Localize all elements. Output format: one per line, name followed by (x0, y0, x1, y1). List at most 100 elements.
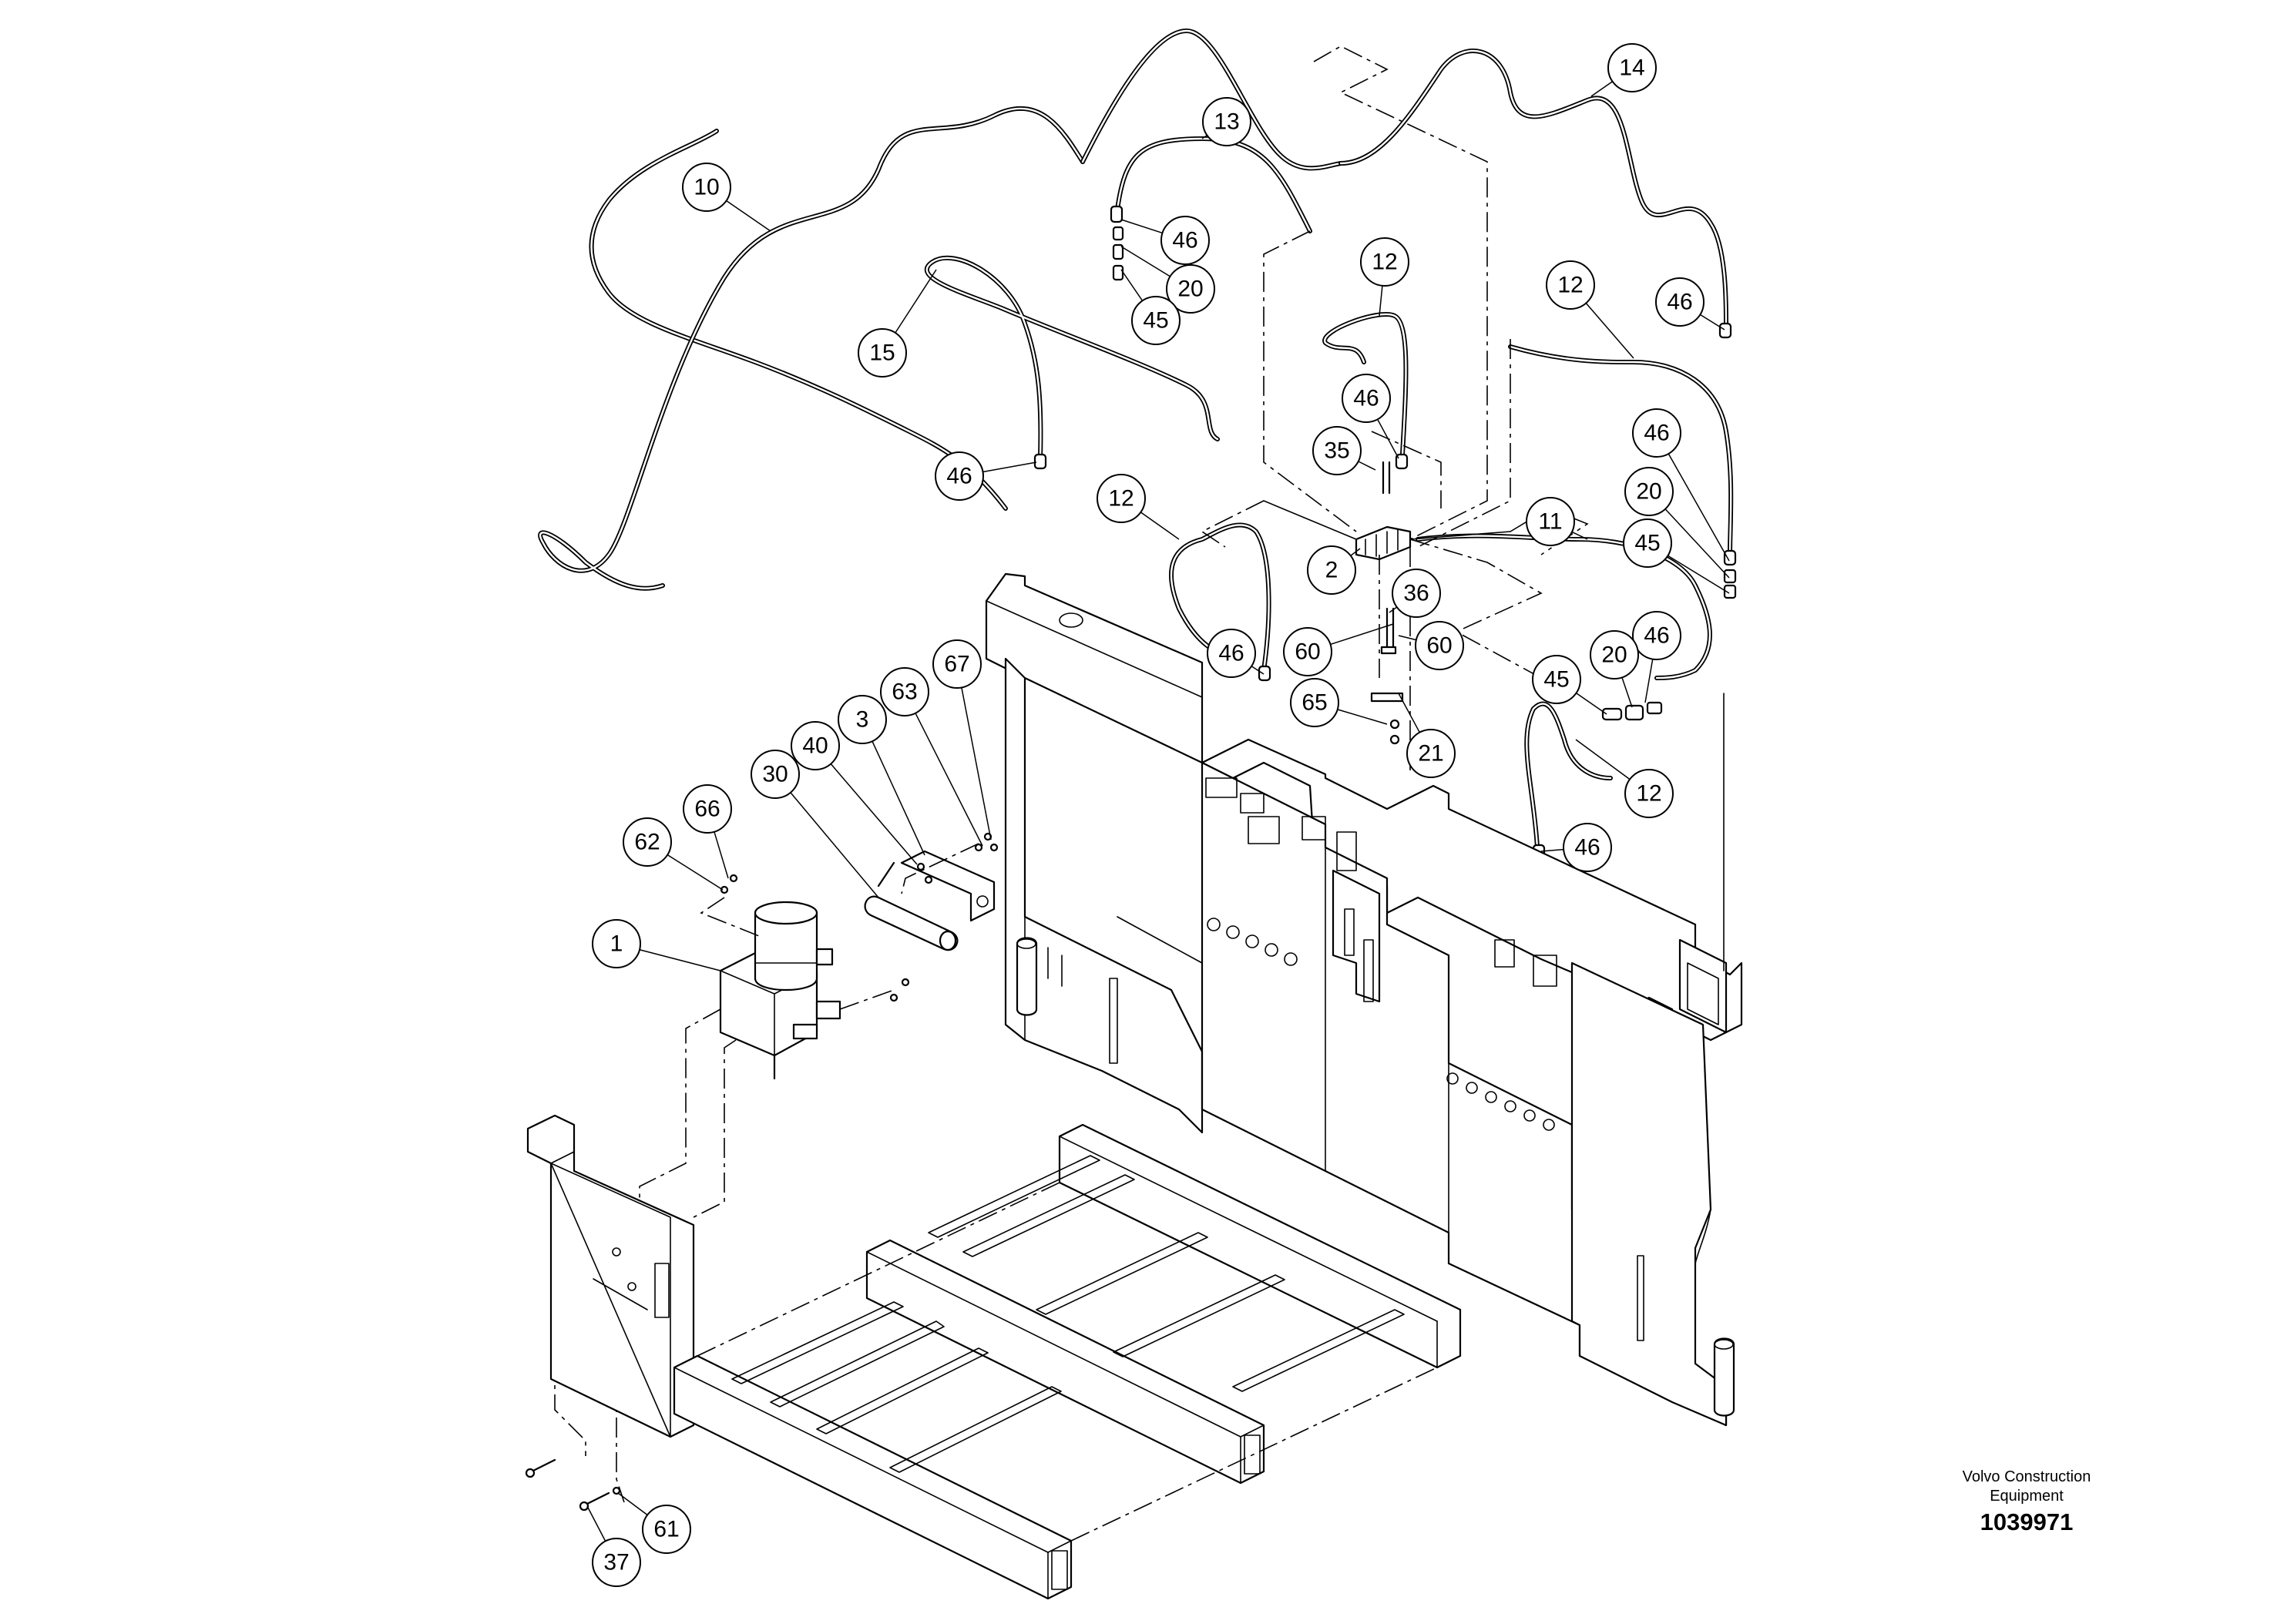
callout-circle (1546, 260, 1595, 310)
callout-number: 13 (1214, 109, 1239, 135)
hose-lines (538, 29, 1734, 850)
callout-number: 36 (1403, 581, 1429, 606)
callout-circle (1563, 823, 1612, 872)
callout-circle (592, 1538, 641, 1587)
callout-number: 37 (603, 1550, 629, 1575)
callout-37: 37 (586, 1505, 641, 1587)
callout-number: 46 (946, 464, 972, 489)
callout-30: 30 (751, 750, 879, 898)
callout-number: 2 (1325, 558, 1338, 583)
callout-20: 20 (1120, 246, 1215, 314)
callout-circle (1624, 769, 1674, 818)
callout-leader-line (895, 269, 937, 334)
callout-leader-line (1337, 709, 1388, 725)
callout-leader-line (714, 831, 729, 879)
callout-15: 15 (858, 269, 937, 377)
callout-leader-line (1201, 134, 1207, 139)
callout-leader-line (1379, 285, 1383, 317)
callout-13: 13 (1201, 97, 1251, 146)
callout-circle (1406, 729, 1456, 778)
callout-number: 20 (1636, 479, 1661, 505)
callout-leader-line (1590, 81, 1614, 97)
callout-10: 10 (682, 163, 771, 232)
callout-circle (642, 1505, 691, 1554)
callout-leader-line (1699, 314, 1725, 331)
callout-leader-line (1540, 848, 1564, 852)
callout-11: 11 (1526, 497, 1588, 546)
hose-fittings (1033, 205, 1737, 861)
callout-leader-line (1377, 418, 1399, 459)
callout-number: 46 (1644, 623, 1669, 649)
callout-circle (1312, 426, 1362, 475)
callout-circle (1360, 237, 1409, 287)
callout-21: 21 (1398, 693, 1456, 778)
callout-leader-line (667, 854, 724, 891)
callout-circle (1623, 518, 1672, 568)
callout-leader-line (982, 461, 1037, 473)
callout-2: 2 (1307, 545, 1361, 595)
callout-circle (1632, 611, 1681, 660)
callout-circle (1307, 545, 1356, 595)
callout-leader-line (1398, 693, 1420, 733)
callout-number: 45 (1143, 308, 1168, 334)
callout-circle (682, 163, 731, 212)
callout-circle (1166, 264, 1215, 314)
callout-number: 12 (1557, 273, 1583, 298)
callout-leader-line (1571, 531, 1588, 540)
callout-12: 12 (1097, 474, 1180, 540)
callout-40: 40 (791, 721, 918, 865)
callout-leader-line (1120, 246, 1171, 277)
callout-number: 46 (1574, 835, 1600, 861)
callout-leader-line (1120, 219, 1163, 234)
callout-leader-line (1621, 677, 1633, 708)
callout-number: 11 (1538, 509, 1562, 535)
callout-number: 46 (1218, 641, 1244, 666)
callout-46: 46 (1207, 629, 1265, 678)
callout-number: 12 (1372, 250, 1397, 275)
mounting-plate (525, 1114, 695, 1512)
callout-leader-line (1358, 461, 1376, 471)
callout-65: 65 (1290, 678, 1388, 727)
callout-circle (1207, 629, 1256, 678)
callout-46: 46 (1540, 823, 1612, 872)
callout-number: 46 (1667, 290, 1692, 315)
frame-holes (1207, 918, 1555, 1131)
callout-leader-line (830, 763, 918, 865)
callout-leader-line (1120, 269, 1144, 301)
callout-circle (1131, 296, 1181, 345)
callout-number: 45 (1634, 531, 1660, 556)
callout-circle (751, 750, 800, 799)
callout-number: 60 (1426, 633, 1452, 659)
callout-number: 30 (762, 762, 788, 787)
callout-number: 66 (694, 797, 720, 822)
valve-block (1263, 500, 1511, 561)
callout-45: 45 (1623, 518, 1730, 594)
callout-46: 46 (1342, 374, 1399, 459)
callout-circle (1632, 408, 1681, 458)
callout-20: 20 (1590, 630, 1639, 708)
callout-leader-line (1668, 453, 1730, 562)
callout-leader-line (1668, 555, 1730, 594)
callout-circle (1160, 216, 1210, 265)
callout-number: 46 (1644, 421, 1669, 446)
callout-number: 62 (634, 830, 660, 855)
callout-number: 15 (869, 341, 895, 366)
callout-66: 66 (683, 784, 732, 879)
callout-number: 61 (653, 1517, 679, 1542)
callout-circle (1342, 374, 1391, 423)
callout-circle (1283, 627, 1332, 676)
callout-circle (838, 695, 887, 744)
callout-number: 20 (1177, 277, 1203, 302)
callout-circle (1526, 497, 1575, 546)
tube-base-frame (673, 1123, 1462, 1600)
callout-36: 36 (1389, 569, 1441, 618)
callout-61: 61 (617, 1492, 691, 1554)
callout-number: 35 (1324, 438, 1349, 464)
callout-leader-line (1575, 739, 1631, 780)
callout-number: 14 (1619, 55, 1644, 81)
callout-number: 21 (1418, 741, 1443, 767)
callout-number: 46 (1172, 228, 1197, 253)
small-hardware-center (1370, 461, 1404, 745)
callout-number: 10 (694, 175, 719, 200)
